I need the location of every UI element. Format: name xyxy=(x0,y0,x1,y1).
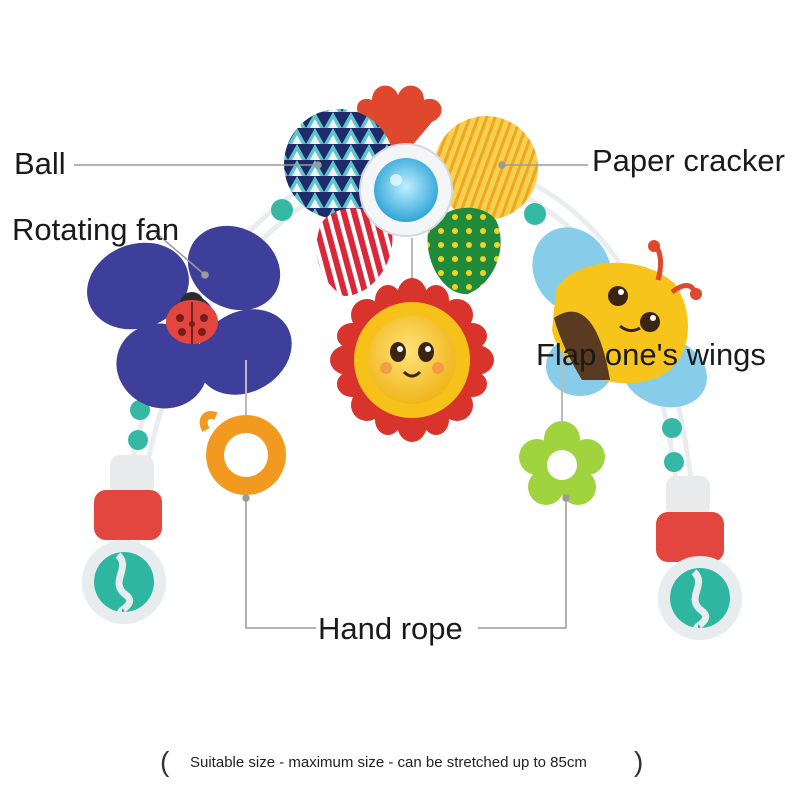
dotted-petal xyxy=(427,207,501,295)
ladybug xyxy=(166,292,218,344)
striped-petal xyxy=(316,208,393,296)
rotating-fan-toy xyxy=(87,225,292,409)
label-flap-wings: Flap one's wings xyxy=(536,337,766,372)
label-ball: Ball xyxy=(14,146,66,181)
caption-open-paren: ( xyxy=(160,746,170,777)
label-hand-rope: Hand rope xyxy=(318,611,463,646)
bee-toy xyxy=(532,227,707,408)
label-paper-cracker: Paper cracker xyxy=(592,143,785,178)
size-caption: ( Suitable size - maximum size - can be … xyxy=(160,746,650,780)
center-rattle-petals xyxy=(284,85,538,296)
right-stroller-clip xyxy=(656,476,742,640)
caption-close-paren: ) xyxy=(634,746,644,777)
callout-leader-lines xyxy=(74,161,588,629)
orange-ring-teether xyxy=(199,360,286,495)
sun-plush xyxy=(330,238,494,442)
rattle-ball xyxy=(359,143,453,237)
arch-joint-beads xyxy=(128,199,684,472)
label-rotating-fan: Rotating fan xyxy=(12,212,180,247)
green-flower-teether xyxy=(519,355,605,505)
paper-cracker-petal xyxy=(434,116,538,220)
left-stroller-clip xyxy=(82,455,166,624)
caption-text: Suitable size - maximum size - can be st… xyxy=(190,754,587,771)
